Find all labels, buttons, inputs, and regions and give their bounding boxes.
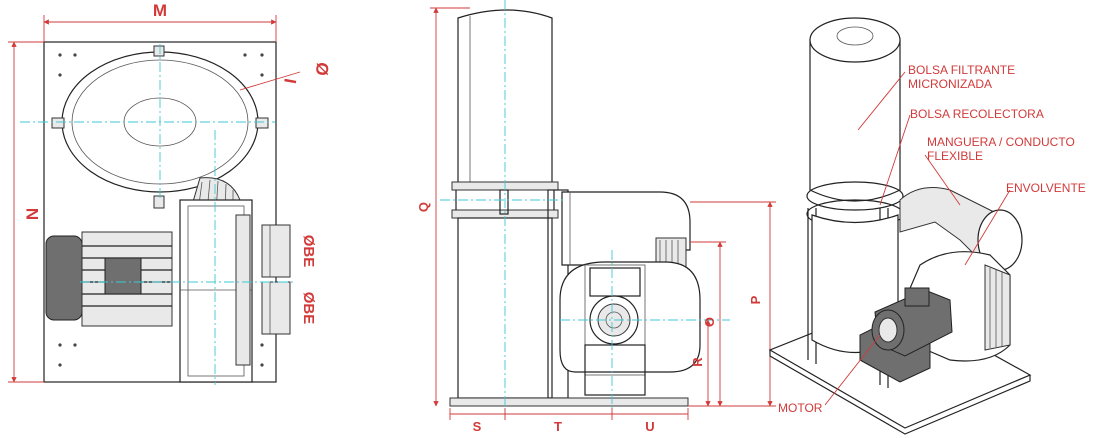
top-base-plate <box>43 41 277 383</box>
dim-N: N <box>23 208 42 220</box>
dim-BE-bottom: ØBE <box>300 292 317 325</box>
dim-R: R <box>690 357 705 367</box>
dim-M: M <box>153 1 167 20</box>
callout-bolsa-filtrante-1: BOLSA FILTRANTE <box>908 63 1015 77</box>
dim-T: T <box>554 419 562 434</box>
dim-phi: Ø <box>312 61 333 77</box>
dim-P: P <box>748 295 763 304</box>
callout-manguera-2: FLEXIBLE <box>927 149 983 163</box>
callout-envolvente: ENVOLVENTE <box>1006 181 1086 195</box>
iso-view <box>768 17 1032 435</box>
dim-U: U <box>645 419 654 434</box>
dim-S: S <box>473 419 482 434</box>
dim-O: O <box>702 317 717 327</box>
top-view <box>8 15 301 385</box>
iso-filter-top <box>809 17 901 63</box>
front-view <box>430 0 776 420</box>
outlet-top <box>261 224 291 278</box>
top-motor-endcap <box>45 235 83 321</box>
top-bolt-holes <box>58 53 264 367</box>
callout-manguera-1: MANGUERA / CONDUCTO <box>927 135 1075 149</box>
dim-Q: Q <box>416 202 431 212</box>
callout-bolsa-recolectora: BOLSA RECOLECTORA <box>910 107 1044 121</box>
top-motor-terminal-box <box>104 257 142 295</box>
callout-bolsa-filtrante-2: MICRONIZADA <box>908 77 992 91</box>
iso-filter-cylinder <box>809 39 901 202</box>
outlet-bottom <box>261 281 291 335</box>
front-base <box>449 397 689 407</box>
dim-I: I <box>281 77 301 85</box>
callout-motor: MOTOR <box>778 401 823 415</box>
dim-BE-top: ØBE <box>300 235 317 268</box>
